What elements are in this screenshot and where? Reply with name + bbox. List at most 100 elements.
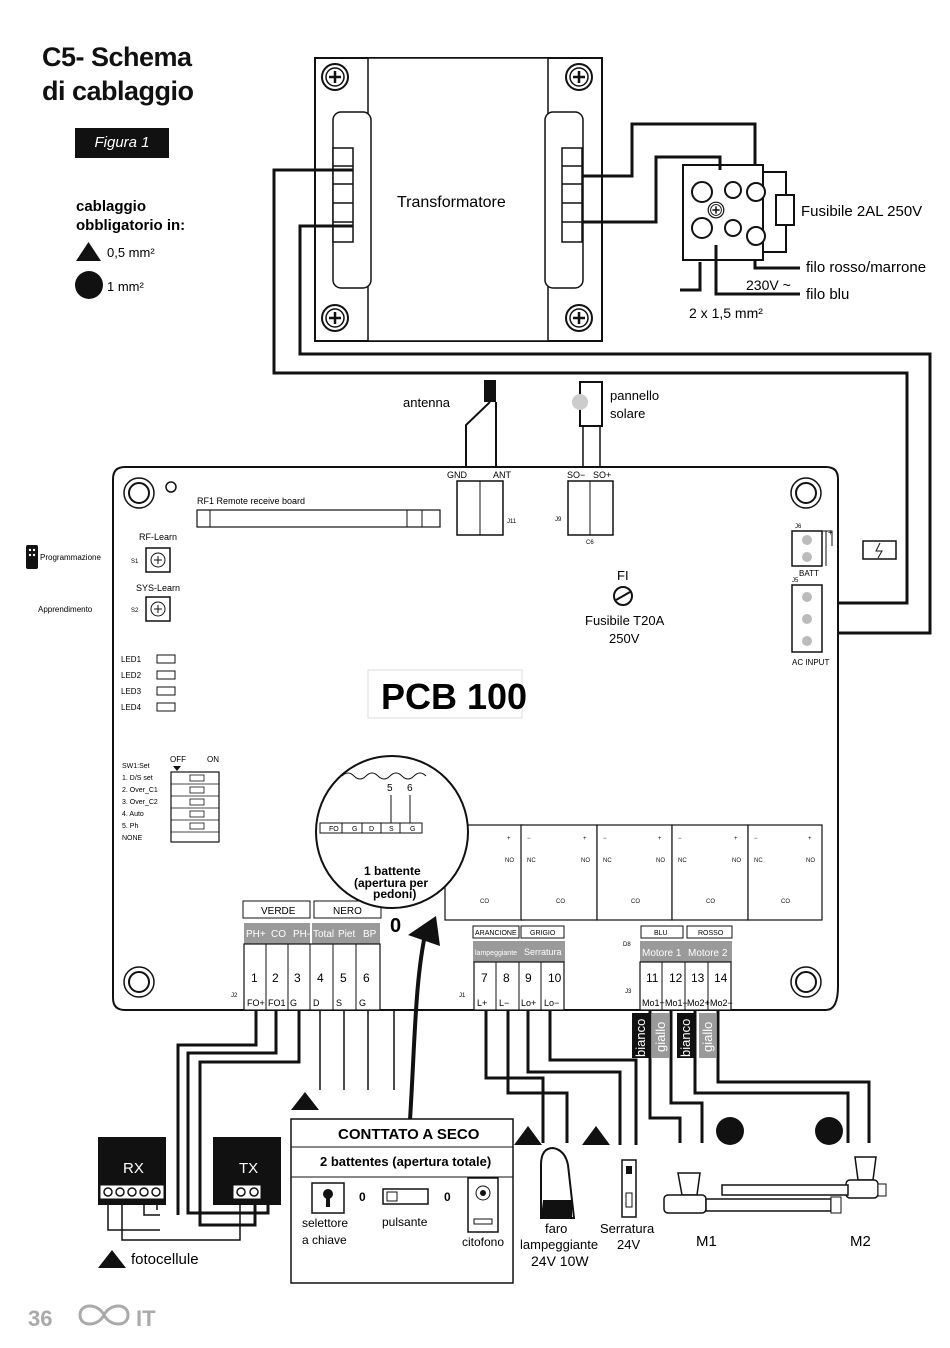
j2-label: J2: [231, 993, 238, 999]
sw-item: NONE: [122, 835, 143, 842]
pcb-board: RF1 Remote receive board GND ANT J11 SO−…: [112, 466, 897, 1011]
terminal-number: 9: [525, 971, 532, 985]
lamp-label-2: lampeggiante: [520, 1237, 598, 1252]
svg-text:+: +: [583, 836, 587, 842]
svg-text:+: +: [734, 836, 738, 842]
wire-blue-label: filo blu: [806, 286, 849, 303]
mount-hole-icon: [123, 477, 155, 509]
func-co: CO: [271, 929, 286, 940]
title-line-2: di cablaggio: [42, 76, 194, 106]
func-bp: BP: [363, 929, 377, 940]
s1-label: S1: [131, 559, 139, 565]
terminal-number: 1: [251, 971, 258, 985]
legend-thick-label: 1 mm²: [107, 279, 145, 294]
sys-learn-label: SYS-Learn: [136, 583, 180, 593]
antenna: antenna: [403, 380, 497, 480]
thin-wire-markers: [98, 1092, 610, 1268]
svg-text:NC: NC: [527, 858, 536, 864]
sw-on-label: ON: [207, 755, 219, 764]
svg-text:−: −: [527, 836, 531, 842]
svg-text:−: −: [678, 836, 682, 842]
terminal-number: 14: [714, 971, 728, 985]
gnd-label: GND: [447, 470, 468, 480]
svg-text:CO: CO: [556, 899, 565, 905]
led-label: LED1: [121, 655, 142, 664]
flashing-lamp: faro lampeggiante 24V 10W: [520, 1146, 598, 1269]
dip-switch[interactable]: [170, 771, 220, 843]
func-ph-minus: PH-: [293, 929, 310, 940]
photocells: RX TX fotocellule: [98, 1137, 281, 1268]
rx-label: RX: [123, 1160, 144, 1177]
terminal-number: 6: [363, 971, 370, 985]
sys-learn-button[interactable]: [145, 596, 171, 622]
c6-label: C6: [586, 540, 594, 546]
triangle-icon: [291, 1092, 319, 1110]
lock-label-1: Serratura: [600, 1221, 655, 1236]
group-verde: VERDE: [261, 906, 296, 917]
zoom-label: G: [352, 826, 357, 833]
terminal-label: FO+: [247, 998, 265, 1008]
motor-2-label: M2: [850, 1233, 871, 1250]
terminal-label: S: [336, 998, 342, 1008]
relay-bank: [444, 824, 823, 921]
j6-label: J6: [795, 524, 802, 530]
wire-color-label: giallo: [700, 1022, 715, 1052]
zoom-caption-3: pedoni): [373, 887, 416, 901]
sw-item: 3. Over_C2: [122, 799, 158, 806]
terminal-label: Mo2−: [710, 998, 733, 1008]
so-plus-label: SO+: [593, 470, 611, 480]
transformer-label: Transformatore: [397, 194, 506, 211]
board-fuse-id: FI: [617, 568, 629, 583]
sun-icon: [572, 394, 588, 410]
footer: 36 IT: [28, 1304, 156, 1331]
group-nero: NERO: [333, 906, 362, 917]
wire-red-label: filo rosso/marrone: [806, 259, 926, 276]
pushbutton-label: pulsante: [382, 1215, 428, 1229]
transformer: Transformatore: [314, 57, 603, 342]
thick-wire-marker-icon: [815, 1117, 843, 1145]
group-arancione: ARANCIONE: [475, 930, 517, 937]
remote-control-icon: [26, 545, 38, 569]
motor-2: M2: [721, 1156, 887, 1250]
legend-heading-2: obbligatorio in:: [76, 217, 185, 234]
sw-item: 4. Auto: [122, 811, 144, 818]
lamp-label-3: 24V 10W: [531, 1253, 589, 1269]
sw-item: 1. D/S set: [122, 775, 153, 782]
figure-label: Figura 1: [75, 128, 169, 158]
zoom-pin: 6: [407, 783, 413, 794]
func-motor2: Motore 2: [688, 948, 728, 959]
sw-item: 5. Ph: [122, 823, 138, 830]
svg-text:NC: NC: [603, 858, 612, 864]
zoom-caption-2: (apertura per: [354, 876, 428, 890]
thin-wire-triangle-icon: [76, 242, 101, 261]
svg-text:+: +: [507, 836, 511, 842]
section-label: 2 x 1,5 mm²: [689, 305, 763, 321]
thick-wire-marker-icon: [716, 1117, 744, 1145]
lamp-label-1: faro: [545, 1221, 567, 1236]
photocells-label: fotocellule: [131, 1251, 199, 1268]
battery-icon: [862, 540, 897, 560]
motor-icon: [663, 1194, 707, 1214]
svg-text:+: +: [828, 528, 833, 537]
screw-icon: [564, 62, 594, 92]
svg-text:NO: NO: [806, 858, 815, 864]
led-label: LED2: [121, 671, 142, 680]
page-title: C5- Schema di cablaggio: [42, 40, 194, 108]
group-blu: BLU: [654, 930, 668, 937]
zero-mark: 0: [390, 915, 401, 937]
tx-label: TX: [239, 1160, 258, 1177]
svg-text:NO: NO: [505, 858, 514, 864]
fuse-label: Fusibile 2AL 250V: [801, 203, 922, 220]
wire-color-label: giallo: [653, 1022, 668, 1052]
terminal-number: 2: [272, 971, 279, 985]
svg-text:CO: CO: [480, 899, 489, 905]
sw-item: 2. Over_C1: [122, 787, 158, 794]
svg-text:CO: CO: [631, 899, 640, 905]
svg-text:NC: NC: [678, 858, 687, 864]
ac-input-label: AC INPUT: [792, 658, 829, 667]
solar-label-2: solare: [610, 406, 645, 421]
svg-text:NO: NO: [732, 858, 741, 864]
zoom-label: FO: [329, 826, 339, 833]
rf-learn-label: RF-Learn: [139, 532, 177, 542]
